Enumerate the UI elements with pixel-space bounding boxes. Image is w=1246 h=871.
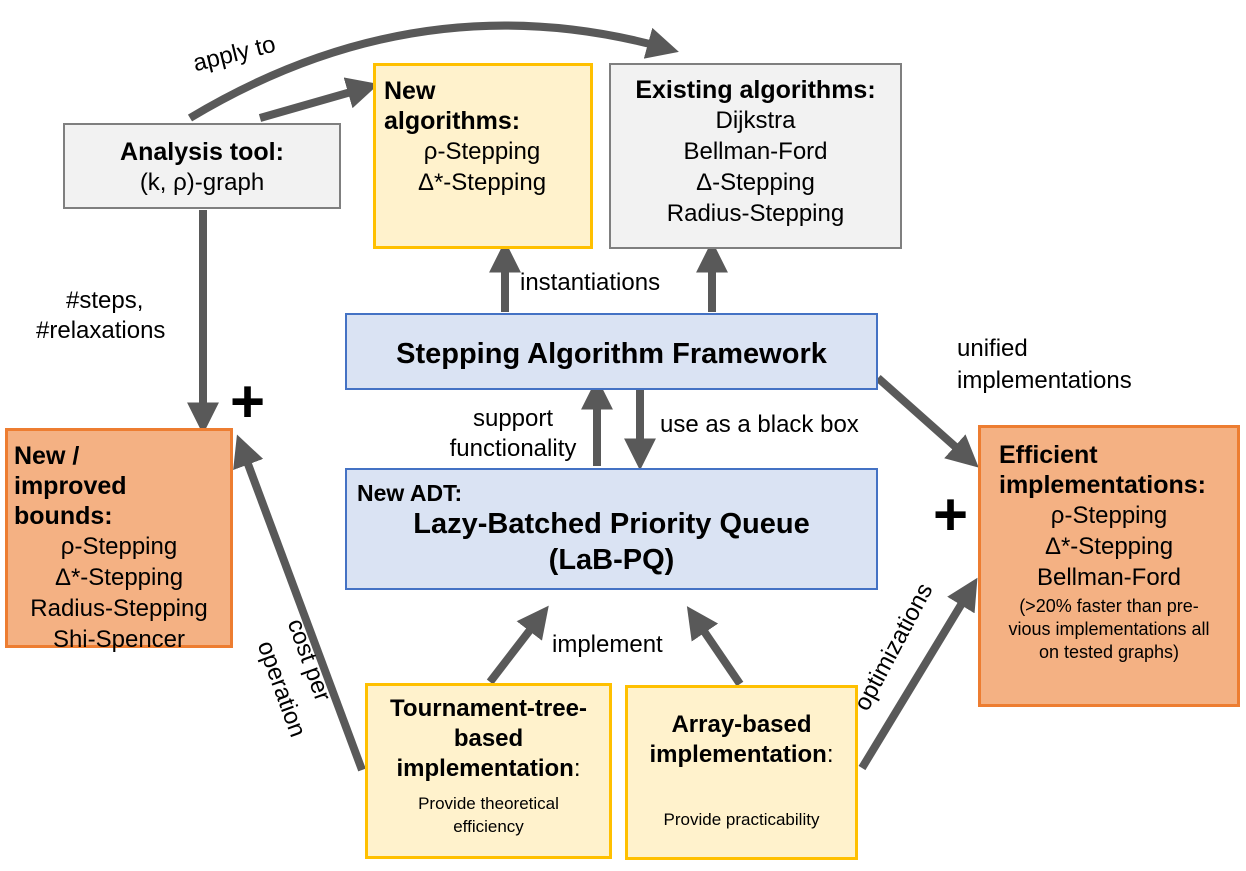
array-title-text: Array-based implementation: [649, 711, 827, 768]
adt-title-line1: Lazy-Batched Priority Queue: [413, 508, 810, 540]
tournament-note: Provide theoretical efficiency: [418, 794, 559, 836]
bound-item: Shi-Spencer: [52, 626, 186, 653]
array-box: Array-based implementation: Provide prac…: [625, 685, 858, 860]
label-unified-2: implementations: [957, 367, 1132, 394]
existing-algorithm-item: Bellman-Ford: [683, 138, 828, 165]
existing-algorithm-item: Δ-Stepping: [696, 169, 815, 196]
bounds-title: New / improved bounds:: [14, 442, 127, 530]
efficient-note: (>20% faster than pre-vious implementati…: [1008, 596, 1210, 662]
existing-algorithms-box: Existing algorithms: Dijkstra Bellman-Fo…: [609, 63, 902, 249]
arrow-optimizations: [858, 577, 978, 771]
efficient-item: Bellman-Ford: [1036, 564, 1182, 591]
tournament-box: Tournament-tree-based implementation: Pr…: [365, 683, 612, 859]
label-unified-1: unified: [957, 335, 1028, 362]
arrow-implement-tournament: [486, 605, 549, 685]
tournament-title-text: Tournament-tree-based implementation: [390, 695, 587, 782]
label-implement: implement: [552, 631, 663, 658]
arrow-cost-per-operation: [233, 434, 366, 772]
new-algorithm-item: ρ-Stepping: [423, 138, 541, 165]
existing-algorithm-item: Radius-Stepping: [666, 200, 845, 227]
bound-item: ρ-Stepping: [60, 533, 178, 560]
bound-item: Δ*-Stepping: [54, 564, 184, 591]
arrow-implement-array: [686, 606, 744, 687]
existing-algorithms-title: Existing algorithms:: [635, 76, 876, 104]
existing-algorithm-item: Dijkstra: [715, 107, 796, 134]
bound-item: Radius-Stepping: [30, 595, 208, 622]
array-title: Array-based implementation:: [642, 710, 842, 770]
array-colon: :: [826, 741, 834, 768]
analysis-tool-box: Analysis tool: (k, ρ)-graph: [63, 123, 341, 209]
framework-title: Stepping Algorithm Framework: [396, 338, 827, 370]
framework-box: Stepping Algorithm Framework: [345, 313, 878, 390]
arrow-to-new-algorithms: [258, 77, 379, 122]
new-algorithms-box: New algorithms: ρ-Stepping Δ*-Stepping: [373, 63, 593, 249]
analysis-tool-subtitle: (k, ρ)-graph: [139, 169, 265, 196]
label-relaxations: #relaxations: [36, 317, 166, 344]
label-instantiations: instantiations: [520, 269, 661, 296]
label-support-2: functionality: [449, 435, 577, 462]
efficient-title: Efficient implementations:: [999, 441, 1206, 499]
bounds-box: New / improved bounds: ρ-Stepping Δ*-Ste…: [5, 428, 233, 653]
tournament-title: Tournament-tree-based implementation:: [389, 694, 589, 784]
label-steps: #steps,: [66, 287, 144, 314]
efficient-item: Δ*-Stepping: [1044, 533, 1174, 560]
array-note: Provide practicability: [663, 810, 820, 829]
adt-prefix: New ADT:: [357, 480, 463, 506]
adt-box: New ADT: Lazy-Batched Priority Queue (La…: [345, 468, 878, 590]
analysis-tool-title: Analysis tool:: [120, 138, 284, 166]
plus-sign-bounds: +: [230, 368, 266, 435]
arrow-unified-implementations: [875, 375, 979, 468]
new-algorithms-title: New algorithms:: [384, 77, 521, 135]
tournament-colon: :: [573, 755, 581, 782]
arrow-apply-to: [187, 21, 679, 122]
adt-title-line2: (LaB-PQ): [548, 544, 675, 576]
label-black-box: use as a black box: [660, 411, 859, 438]
efficient-box: Efficient implementations: ρ-Stepping Δ*…: [978, 425, 1240, 707]
plus-sign-efficient: +: [933, 481, 969, 548]
new-algorithm-item: Δ*-Stepping: [417, 169, 547, 196]
efficient-item: ρ-Stepping: [1050, 502, 1168, 529]
label-support-1: support: [472, 405, 554, 432]
